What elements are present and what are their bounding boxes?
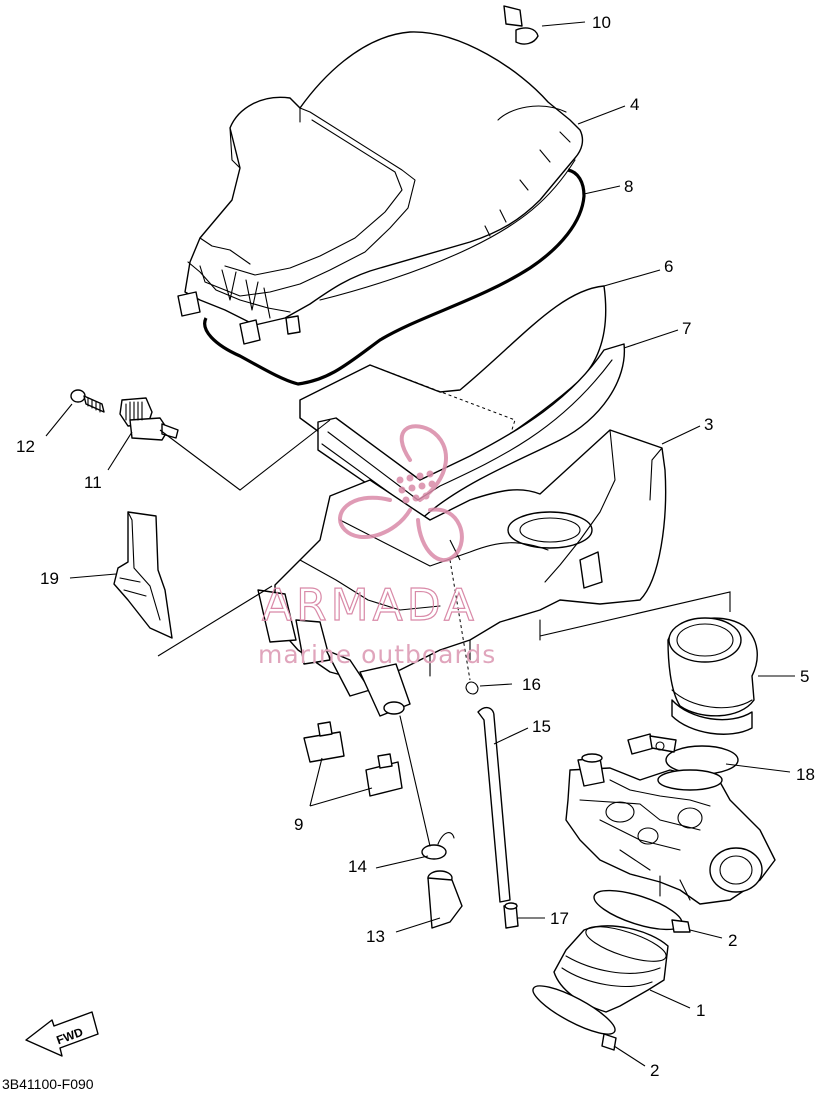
part-19-bracket	[113, 511, 173, 639]
part-8-gasket	[203, 168, 586, 386]
part-17-plug	[503, 902, 519, 929]
part-11-sensor	[119, 397, 179, 441]
drawing-code: 3B41100-F090	[2, 1076, 94, 1092]
part-5-intake-joint	[667, 617, 758, 735]
callout-19: 19	[40, 569, 59, 588]
callout-11: 11	[84, 473, 102, 492]
callout-16: 16	[522, 675, 541, 694]
watermark-brand: ARMADA	[262, 580, 478, 631]
callout-3: 3	[704, 415, 713, 434]
part-3-air-box-case	[257, 429, 667, 717]
part-10-clip	[503, 5, 539, 45]
watermark-tagline: marine outboards	[258, 640, 496, 669]
part-1-intake-boot	[553, 925, 669, 1013]
callout-9: 9	[294, 815, 303, 834]
callout-15: 15	[532, 717, 551, 736]
part-2-clamp-upper	[593, 889, 691, 933]
callout-4: 4	[630, 95, 639, 114]
watermark: ARMADA marine outboards	[258, 424, 496, 669]
callout-labels: 10 4 8 6 7 3 12 11 19 5 16 15 18 9 14 17…	[16, 13, 815, 1080]
callout-8: 8	[624, 177, 633, 196]
part-15-hose	[477, 706, 511, 903]
callout-10: 10	[592, 13, 611, 32]
part-9-mounts	[303, 721, 403, 797]
callout-2-lower: 2	[650, 1061, 659, 1080]
callout-1: 1	[696, 1001, 705, 1020]
callout-6: 6	[664, 257, 673, 276]
callout-5: 5	[800, 667, 809, 686]
callout-13: 13	[366, 927, 385, 946]
callout-7: 7	[682, 319, 691, 338]
part-12-screw	[70, 389, 105, 413]
callout-2-upper: 2	[728, 931, 737, 950]
reference-lines	[157, 419, 731, 681]
part-16-clip	[465, 681, 479, 695]
callout-leaders	[45, 21, 795, 1067]
part-7-filter-frame	[317, 343, 626, 521]
part-14-drain-plug	[399, 715, 455, 860]
callout-17: 17	[550, 909, 569, 928]
part-4-air-box-cover	[177, 31, 584, 345]
fwd-arrow: FWD	[25, 1011, 99, 1057]
fwd-arrow-icon	[25, 1011, 99, 1057]
part-13-drain-cap	[427, 870, 463, 929]
part-2-clamp-lower	[532, 985, 617, 1051]
callout-14: 14	[348, 857, 367, 876]
callout-12: 12	[16, 437, 35, 456]
throttle-body	[565, 753, 776, 905]
watermark-logo-icon	[338, 424, 464, 563]
callout-18: 18	[796, 765, 815, 784]
part-18-hose-clamp	[627, 733, 739, 775]
